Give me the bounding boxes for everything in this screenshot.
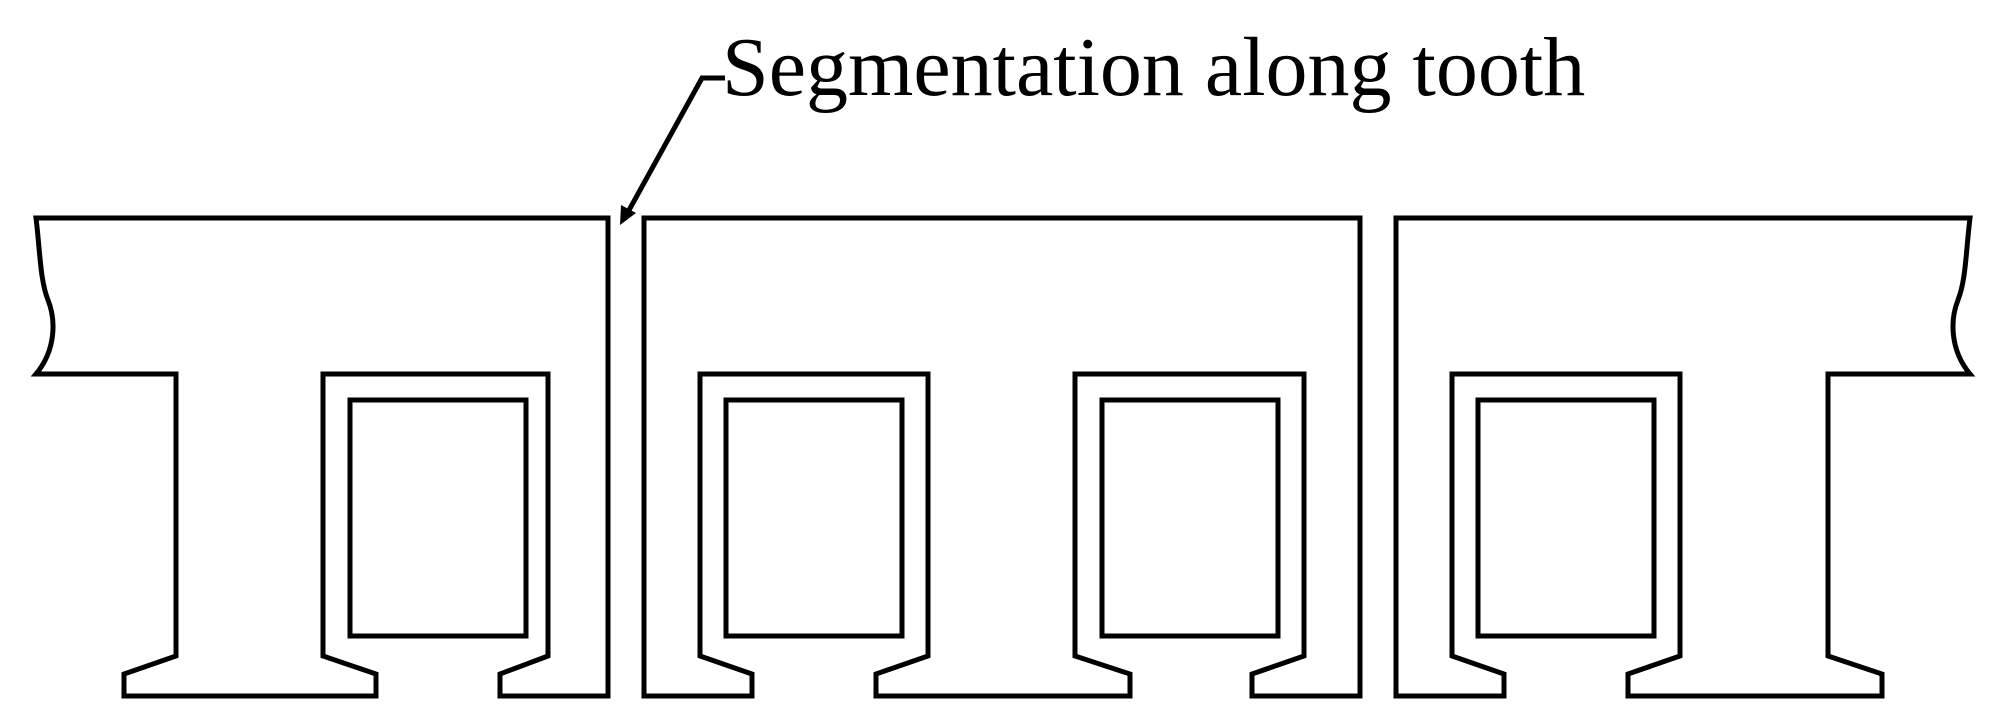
coil-slot-2 <box>723 397 905 639</box>
stator-segment-right <box>1393 215 1976 699</box>
leader-line <box>625 75 725 214</box>
annotation-label: Segmentation along tooth <box>722 21 1585 114</box>
coil-slot-1 <box>347 397 529 639</box>
coil-slot-4 <box>1475 397 1657 639</box>
coil-slot-3 <box>1099 397 1281 639</box>
arrow-head-icon <box>620 205 636 225</box>
annotation-pointer <box>620 75 725 225</box>
stator-segment-left <box>30 215 611 699</box>
stator-segment-middle <box>641 215 1363 699</box>
